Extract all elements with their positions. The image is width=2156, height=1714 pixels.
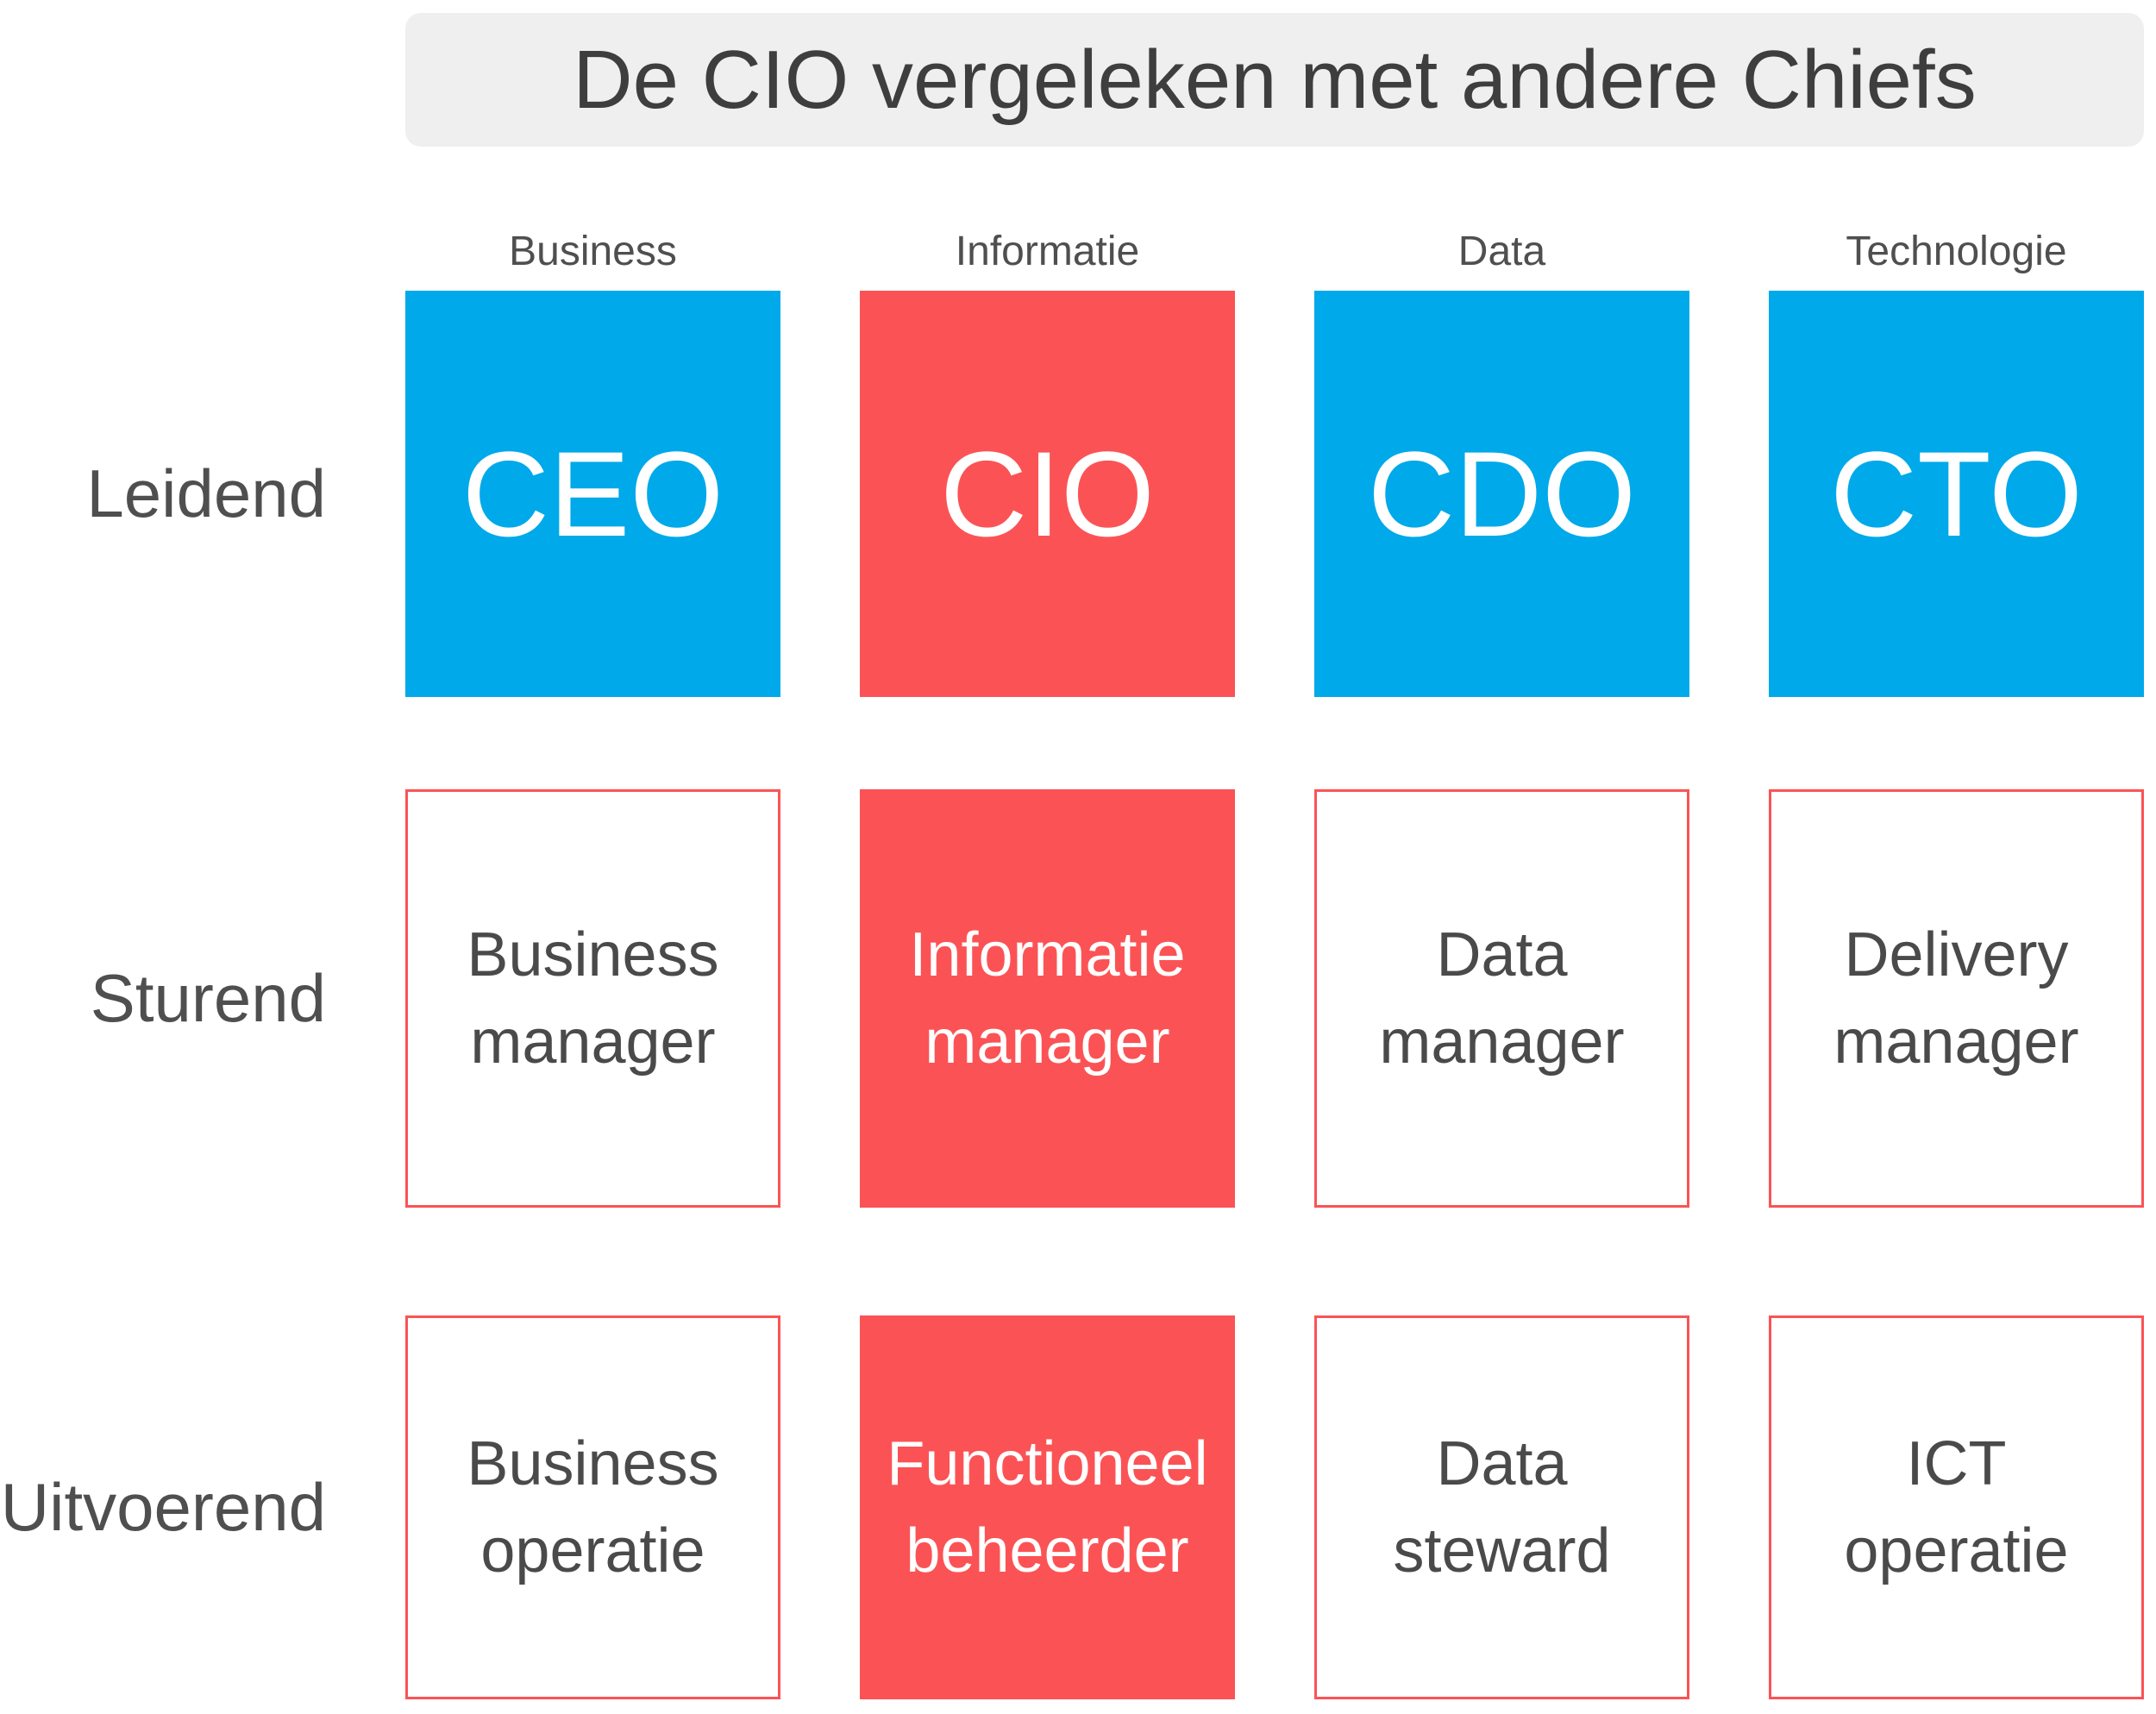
cell-ict-operatie: ICT operatie [1769, 1315, 2144, 1699]
column-header-data: Data [1457, 229, 1546, 274]
cell-ceo: CEO [405, 291, 780, 697]
column-header-technologie: Technologie [1846, 229, 2067, 274]
column-header-business: Business [509, 229, 677, 274]
row-label-uitvoerend: Uitvoerend [0, 1469, 326, 1545]
column-header-informatie: Informatie [955, 229, 1140, 274]
cell-business-manager: Business manager [405, 789, 780, 1208]
cell-cdo: CDO [1314, 291, 1689, 697]
cell-functioneel-beheerder: Functioneel beheerder [860, 1315, 1235, 1699]
cell-data-manager: Data manager [1314, 789, 1689, 1208]
diagram-title: De CIO vergeleken met andere Chiefs [405, 13, 2144, 147]
cell-informatie-manager: Informatie manager [860, 789, 1235, 1208]
cell-data-steward: Data steward [1314, 1315, 1689, 1699]
row-label-leidend: Leidend [86, 455, 326, 531]
cell-cto: CTO [1769, 291, 2144, 697]
row-label-sturend: Sturend [90, 960, 326, 1036]
cell-cio: CIO [860, 291, 1235, 697]
cell-delivery-manager: Delivery manager [1769, 789, 2144, 1208]
cell-business-operatie: Business operatie [405, 1315, 780, 1699]
